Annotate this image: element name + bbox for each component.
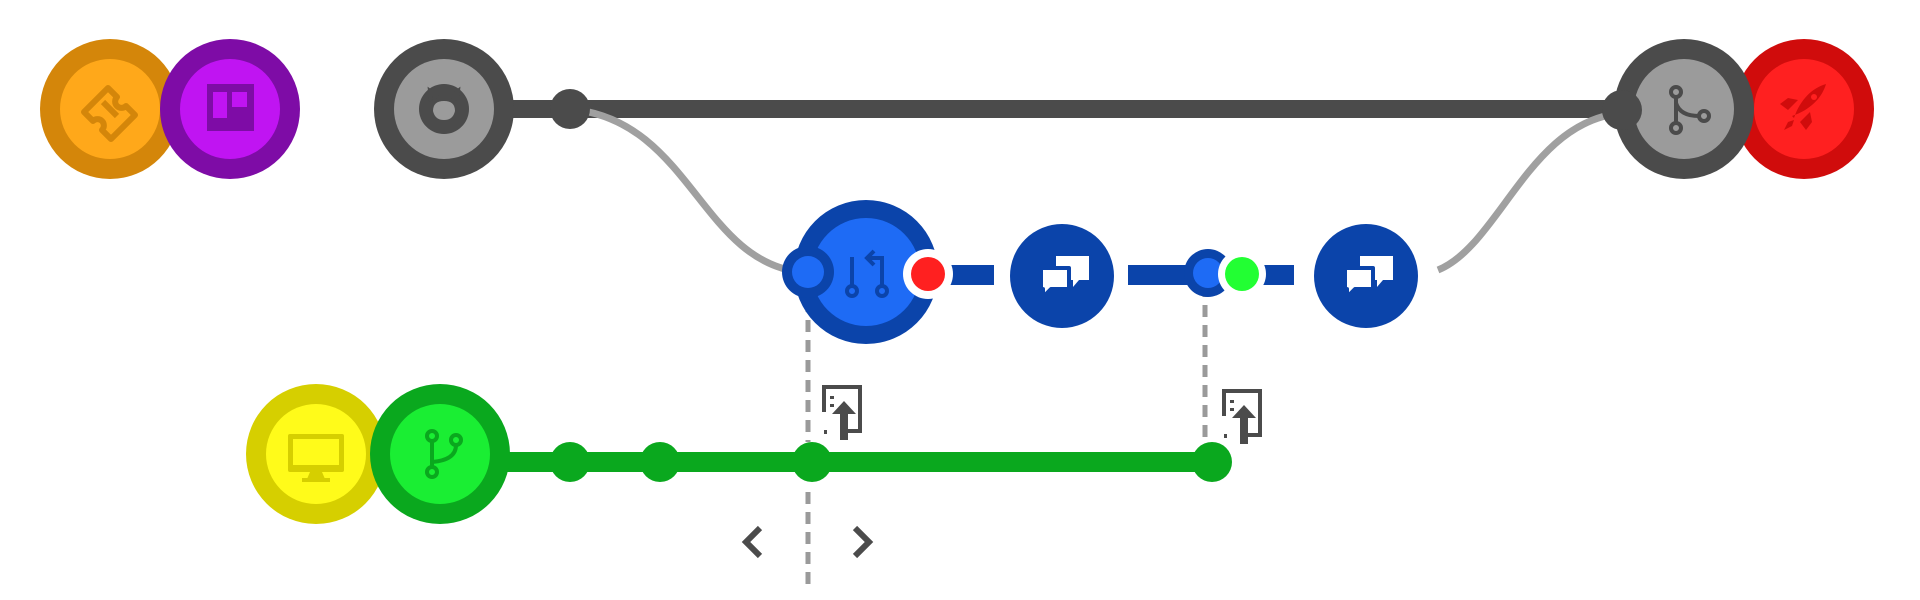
pr-branch-segment — [940, 265, 994, 285]
merge-in-curve — [1436, 109, 1626, 274]
commit-dot[interactable] — [550, 442, 590, 482]
pr-start-dot-inner — [792, 256, 824, 288]
chevron-left-icon[interactable] — [730, 515, 770, 565]
pull-request-icon — [845, 249, 889, 298]
deploy-node[interactable] — [1734, 39, 1874, 179]
board-icon — [207, 84, 254, 131]
comments-icon — [1343, 256, 1393, 299]
board-node[interactable] — [160, 39, 300, 179]
commit-dot[interactable] — [640, 442, 680, 482]
ticket-node[interactable] — [40, 39, 180, 179]
comments-icon — [1039, 256, 1089, 299]
pull-request-node[interactable] — [794, 200, 938, 344]
merge-icon — [1669, 85, 1711, 135]
commit-dot[interactable] — [792, 442, 832, 482]
commit-dot[interactable] — [1192, 442, 1232, 482]
merge-node[interactable] — [1614, 39, 1754, 179]
feature-branch-node[interactable] — [370, 384, 510, 524]
branch-point-dot — [550, 89, 590, 129]
rocket-icon — [1780, 84, 1826, 130]
desktop-node[interactable] — [246, 384, 386, 524]
merge-point-dot — [1602, 90, 1642, 130]
review-failed-dot — [903, 249, 953, 299]
chevron-right-icon[interactable] — [845, 515, 885, 565]
review-passed-dot — [1225, 257, 1259, 291]
branch-out-curve — [569, 105, 801, 276]
github-icon — [419, 84, 469, 134]
review-2-node[interactable] — [1314, 224, 1418, 328]
review-1-node[interactable] — [1010, 224, 1114, 328]
push-arrow — [1232, 405, 1256, 444]
desktop-icon — [288, 434, 344, 482]
push-arrow — [832, 401, 856, 440]
repository-node[interactable] — [374, 39, 514, 179]
review-passed-cluster — [1184, 249, 1266, 298]
ticket-icon — [81, 85, 138, 142]
branch-icon — [425, 429, 463, 479]
